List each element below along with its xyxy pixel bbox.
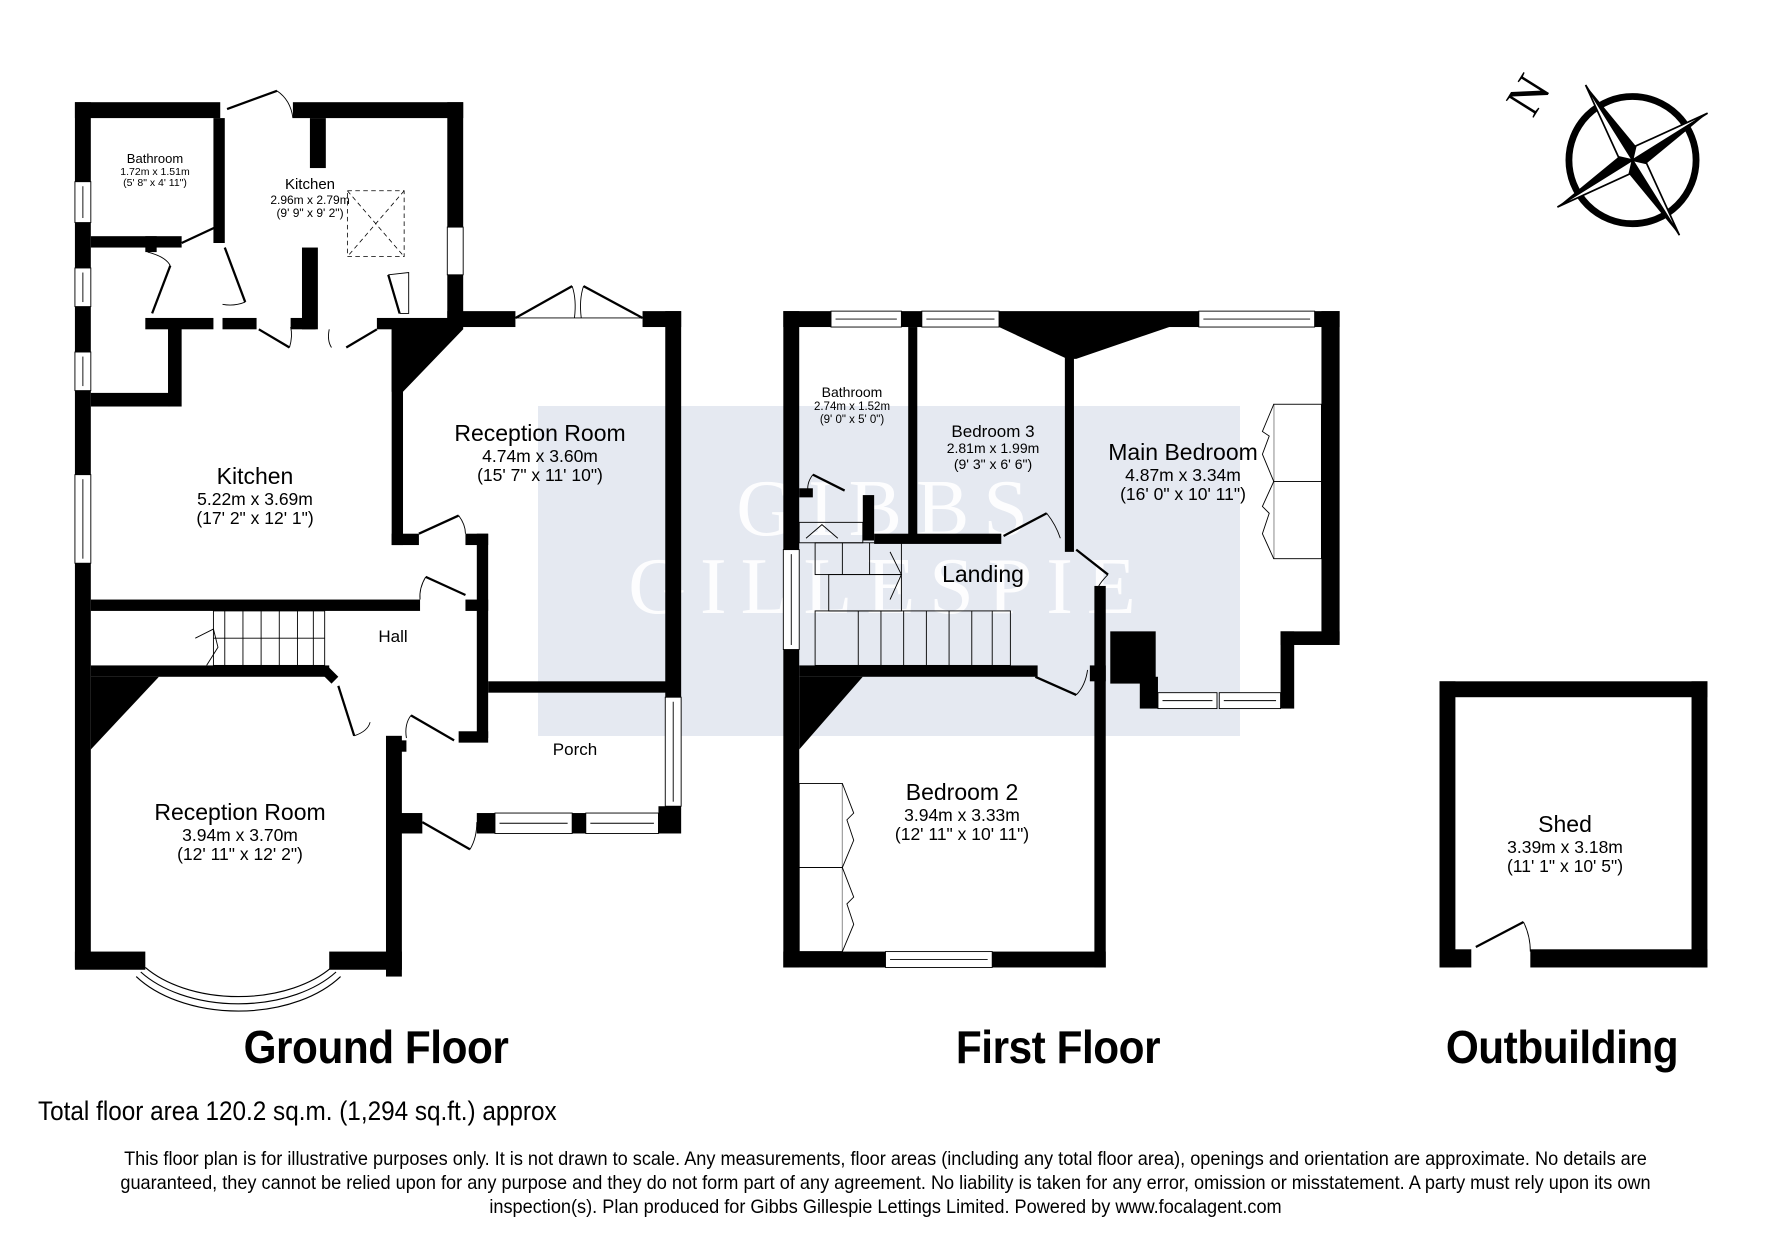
room-label-ff-bedroom2: Bedroom 2 3.94m x 3.33m (12' 11" x 10' 1… — [894, 779, 1030, 845]
wardrobes — [798, 403, 1322, 953]
total-floor-area: Total floor area 120.2 sq.m. (1,294 sq.f… — [38, 1096, 557, 1126]
room-label-gf-porch: Porch — [552, 740, 598, 759]
disclaimer-text: This floor plan is for illustrative purp… — [120, 1148, 1651, 1218]
room-label-gf-reception-rear: Reception Room 4.74m x 3.60m (15' 7" x 1… — [454, 420, 626, 486]
floor-title-ground: Ground Floor — [243, 1021, 509, 1073]
ground-floor-windows — [74, 181, 682, 1012]
room-label-ff-main-bedroom: Main Bedroom 4.87m x 3.34m (16' 0" x 10'… — [1108, 439, 1258, 505]
room-label-gf-kitchen: Kitchen 5.22m x 3.69m (17' 2" x 12' 1") — [196, 463, 314, 529]
ground-floor-walls — [74, 102, 682, 977]
watermark-line-2: GILLESPIE — [628, 543, 1150, 631]
first-floor-windows — [782, 310, 1316, 968]
compass-icon — [1556, 84, 1709, 236]
room-label-ff-bedroom3: Bedroom 3 2.81m x 1.99m (9' 3" x 6' 6") — [946, 422, 1040, 472]
floor-title-outbuilding: Outbuilding — [1445, 1021, 1679, 1073]
room-label-gf-reception-front: Reception Room 3.94m x 3.70m (12' 11" x … — [154, 799, 326, 865]
room-label-gf-hall: Hall — [378, 627, 408, 646]
room-label-gf-kitchen-small: Kitchen 2.96m x 2.79m (9' 9" x 9' 2") — [270, 176, 350, 221]
shed-walls — [1439, 681, 1708, 968]
ground-floor-doors — [147, 89, 478, 851]
first-floor-stairs — [798, 521, 1011, 666]
compass-north-label: N — [1495, 65, 1562, 125]
svg-text:N: N — [1495, 65, 1562, 125]
skylight — [346, 190, 405, 258]
first-floor-walls — [783, 311, 1340, 968]
first-floor-doors — [807, 473, 1109, 696]
shed-door — [1475, 921, 1531, 952]
room-label-ff-bathroom: Bathroom 2.74m x 1.52m (9' 0" x 5' 0") — [813, 384, 891, 426]
room-label-ff-landing: Landing — [942, 561, 1024, 587]
room-label-gf-bathroom: Bathroom 1.72m x 1.51m (5' 8" x 4' 11") — [120, 151, 190, 190]
floor-title-first: First Floor — [955, 1021, 1161, 1073]
ground-floor-stairs — [195, 610, 326, 666]
room-label-shed: Shed 3.39m x 3.18m (11' 1" x 10' 5") — [1506, 811, 1624, 877]
